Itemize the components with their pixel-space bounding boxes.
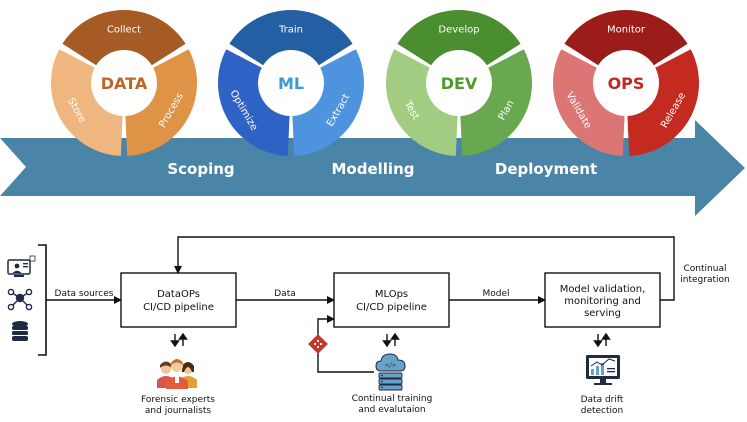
cloud-server-icon: </> xyxy=(375,353,406,391)
drift-label-line2: detection xyxy=(581,406,624,416)
exchange-arrows-icon xyxy=(170,332,188,348)
ring-segment-right xyxy=(292,49,364,156)
svg-text:</>: </> xyxy=(385,362,396,369)
dataops-box xyxy=(120,272,237,328)
edge-label-model: Model xyxy=(482,289,509,299)
mlops-box-line2: CI/CD pipeline xyxy=(356,302,427,313)
lifecycle-rings: CollectProcessStoreDATATrainExtractOptim… xyxy=(50,9,699,156)
ring-label-top: Monitor xyxy=(607,25,646,36)
edge-label-data-sources: Data sources xyxy=(55,289,114,299)
data-sources-bracket xyxy=(38,244,47,356)
decision-diamond-icon xyxy=(308,334,328,354)
monitor-chart-icon xyxy=(586,355,620,385)
process-arrow xyxy=(0,120,745,216)
ring-segment-right xyxy=(627,49,699,156)
edge-label-data: Data xyxy=(274,289,296,299)
ring-segment-right xyxy=(125,49,197,156)
drift-label-line1: Data drift xyxy=(581,395,624,405)
validation-box xyxy=(544,272,661,328)
ring-center xyxy=(427,51,491,115)
exchange-arrows-icon xyxy=(382,332,400,348)
people-label-line2: and journalists xyxy=(145,406,211,416)
stage-label-scoping: Scoping xyxy=(167,160,234,178)
ring-segment-top xyxy=(229,9,353,66)
ring-center xyxy=(594,51,658,115)
ring-center-label: ML xyxy=(278,74,304,93)
dataops-box-line2: CI/CD pipeline xyxy=(143,302,214,313)
mlops-box xyxy=(333,272,450,328)
feedback-label-line1: Continual xyxy=(684,264,727,274)
training-label-line1: Continual training xyxy=(352,394,433,404)
ring-label-top: Develop xyxy=(438,25,479,36)
ring-label-top: Collect xyxy=(107,25,141,36)
exchange-arrows-icon xyxy=(593,332,611,348)
ring-center xyxy=(92,51,156,115)
ring-segment-left xyxy=(385,49,458,156)
ring-center-label: DATA xyxy=(101,74,148,93)
dataops-box-line1: DataOPs xyxy=(157,289,200,300)
people-label-line1: Forensic experts xyxy=(141,395,215,405)
training-label-line2: and evalutaion xyxy=(358,405,425,415)
validation-box-line1: Model validation, xyxy=(560,284,646,295)
ring-segment-top xyxy=(397,10,521,66)
ring-label-top: Train xyxy=(278,25,303,36)
ring-center-label: OPS xyxy=(608,74,645,93)
ring-segment-left xyxy=(50,49,123,156)
stage-label-modelling: Modelling xyxy=(332,160,415,178)
validation-box-line2: monitoring and xyxy=(564,296,641,307)
ring-center xyxy=(259,51,323,115)
feedback-label-line2: integration xyxy=(680,275,729,285)
monitor-person-icon xyxy=(7,255,36,277)
ring-segment-top xyxy=(62,9,186,66)
network-icon xyxy=(7,288,33,311)
stage-label-deployment: Deployment xyxy=(495,160,597,178)
ring-segment-left xyxy=(553,49,625,156)
mlops-box-line1: MLOps xyxy=(375,289,408,300)
validation-box-line3: serving xyxy=(584,308,621,319)
ring-segment-right xyxy=(460,49,532,156)
database-icon xyxy=(12,321,28,341)
people-icon xyxy=(157,359,197,389)
ring-segment-left xyxy=(218,49,290,156)
edge-continual-integration xyxy=(174,236,675,301)
ring-segment-top xyxy=(564,10,688,66)
ring-center-label: DEV xyxy=(441,74,478,93)
